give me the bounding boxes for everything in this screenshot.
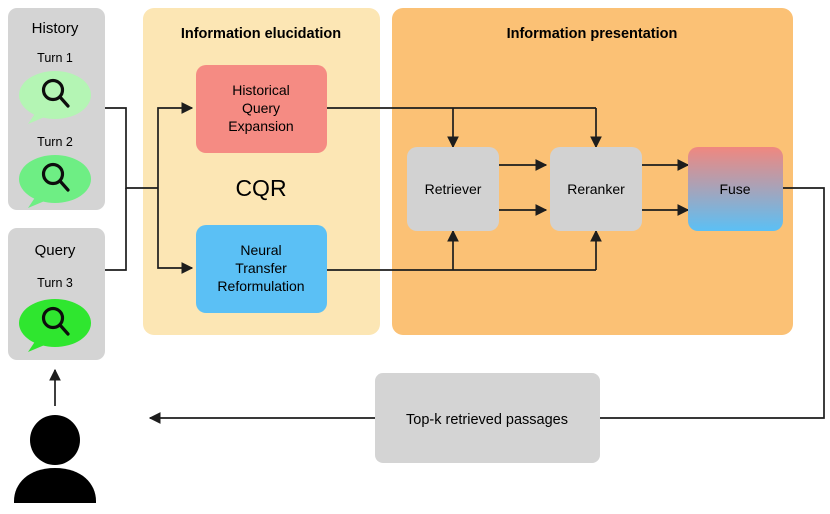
reranker-label: Reranker [567, 181, 625, 197]
topk-label: Top-k retrieved passages [406, 412, 568, 428]
ntr-label-line2: Transfer [235, 260, 287, 276]
turn-2-label: Turn 2 [37, 135, 73, 149]
connector-bus-to-hqe [157, 102, 194, 188]
node-fuse[interactable]: Fuse [688, 147, 783, 231]
node-historical-query-expansion[interactable]: Historical Query Expansion [196, 65, 327, 153]
ntr-label-line1: Neural [240, 242, 281, 258]
connector-query-to-bus [105, 188, 127, 271]
history-panel-label: History [32, 20, 79, 37]
ntr-label-line3: Reformulation [217, 278, 304, 294]
connector-bus-to-ntr [157, 188, 194, 274]
cqr-group-label: CQR [235, 175, 286, 201]
connector-history-to-bus [105, 107, 158, 189]
turn-3-label: Turn 3 [37, 276, 73, 290]
connector-fuse-to-topk [600, 187, 825, 419]
elucidation-panel-title: Information elucidation [181, 26, 341, 42]
query-panel-label: Query [35, 242, 76, 259]
magnifier-icon [41, 78, 70, 108]
node-reranker[interactable]: Reranker [550, 147, 642, 231]
presentation-panel-title: Information presentation [507, 26, 678, 42]
node-neural-transfer-reformulation[interactable]: Neural Transfer Reformulation [196, 225, 327, 313]
magnifier-icon [41, 162, 70, 192]
turn-1-label: Turn 1 [37, 51, 73, 65]
hqe-label-line1: Historical [232, 82, 290, 98]
user-avatar-icon [14, 415, 96, 503]
node-topk-passages[interactable]: Top-k retrieved passages [375, 373, 600, 463]
magnifier-icon [41, 306, 70, 336]
hqe-label-line3: Expansion [228, 118, 293, 134]
turn-3-bubble[interactable] [19, 299, 91, 352]
retriever-label: Retriever [425, 181, 482, 197]
turn-1-bubble[interactable] [19, 71, 91, 124]
fuse-label: Fuse [719, 181, 750, 197]
node-retriever[interactable]: Retriever [407, 147, 499, 231]
turn-2-bubble[interactable] [19, 155, 91, 208]
hqe-label-line2: Query [242, 100, 280, 116]
